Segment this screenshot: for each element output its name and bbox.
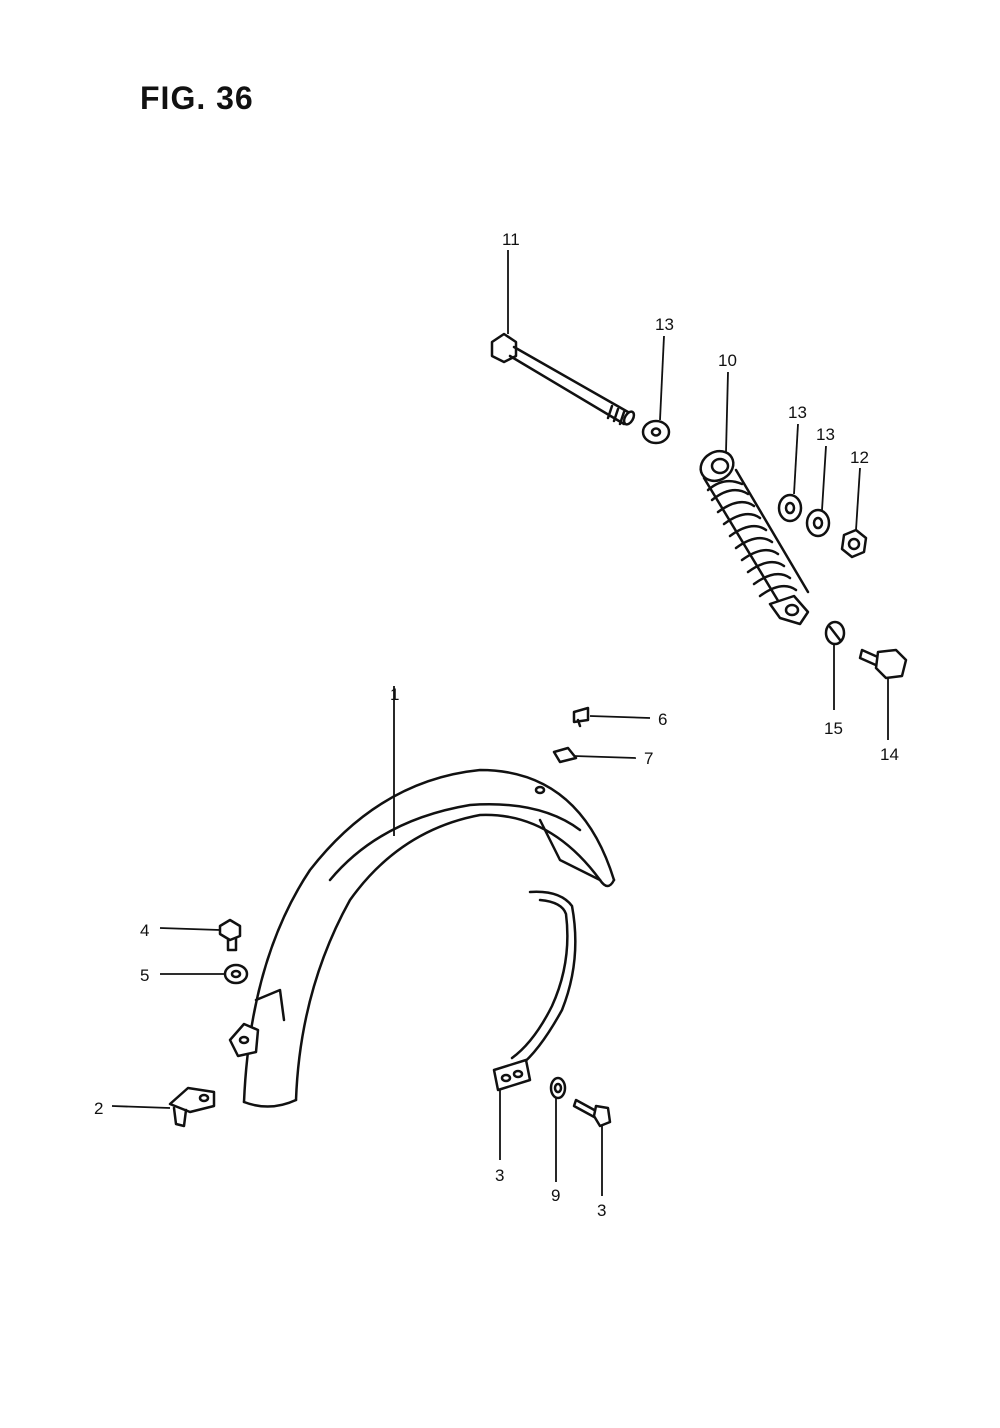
figure-title: FIG. 36 [140,80,254,116]
callout-7: 7 [644,749,653,768]
part-7-clip [552,746,578,764]
part-13-washer-a [641,419,671,445]
callout-13: 13 [655,315,674,334]
part-3-stay [492,890,577,1092]
callout-1: 1 [390,685,399,704]
part-13-washer-b [777,493,803,523]
callout-5: 5 [140,966,149,985]
part-15-lock-washer [824,620,846,646]
part-4-bolt [218,918,242,952]
callout-10: 10 [718,351,737,370]
part-2-bracket [168,1086,216,1128]
callout-13: 13 [788,403,807,422]
part-1-rear-fender [228,768,616,1108]
callout-3: 3 [495,1166,504,1185]
callout-9: 9 [551,1186,560,1205]
callout-6: 6 [658,710,667,729]
part-14-bolt [858,648,908,680]
callout-12: 12 [850,448,869,467]
callout-14: 14 [880,745,899,764]
callout-15: 15 [824,719,843,738]
callout-4: 4 [140,921,149,940]
part-9-washer [549,1076,567,1100]
part-11-long-bolt [490,332,636,426]
callout-11: 11 [502,230,520,249]
leader-lines [111,250,889,1196]
callout-3: 3 [597,1201,606,1220]
callout-2: 2 [94,1099,103,1118]
part-5-washer [223,963,249,985]
part-6-screw [572,706,590,728]
callout-13: 13 [816,425,835,444]
part-12-nut [840,528,868,559]
part-8-bolt [572,1098,612,1128]
part-10-shock-absorber [699,449,810,626]
part-13-washer-c [805,508,831,538]
